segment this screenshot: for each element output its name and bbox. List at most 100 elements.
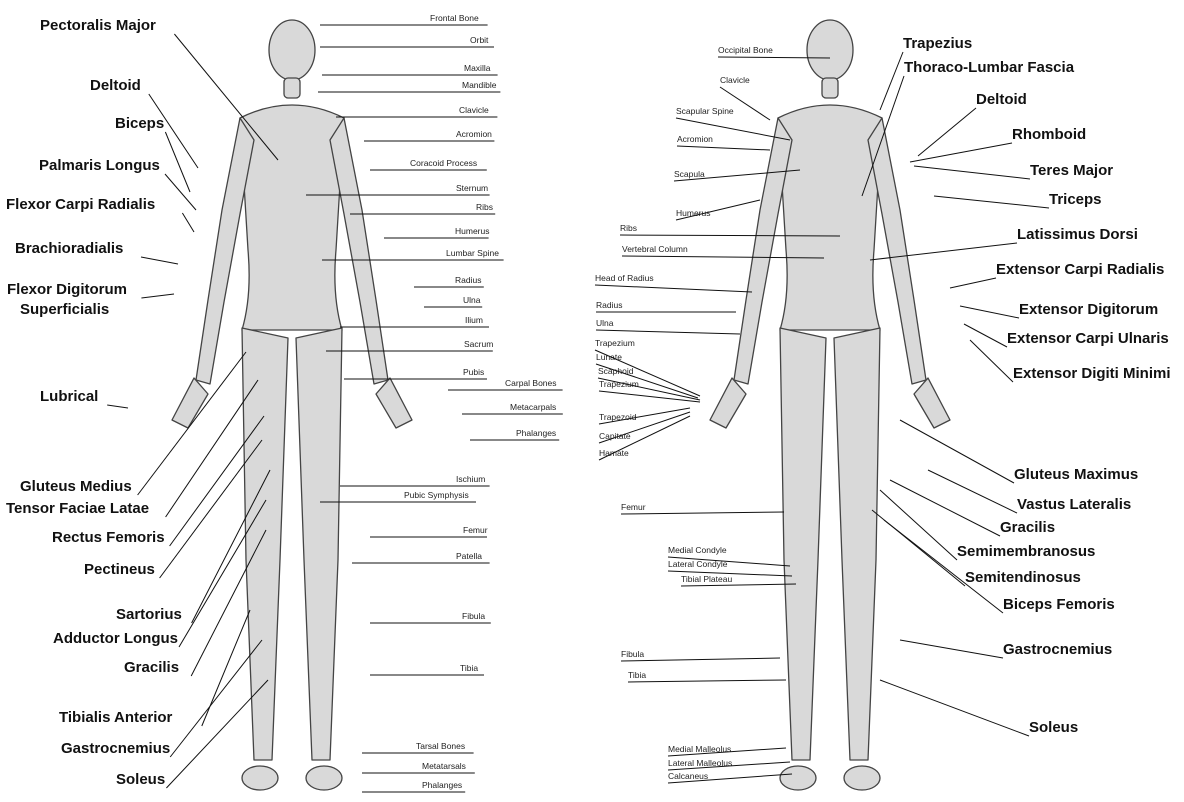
back-muscle-leader-15: [880, 490, 957, 560]
back-figure-neck: [822, 78, 838, 98]
back-muscle-label-10: Extensor Carpi Ulnaris: [1007, 331, 1169, 346]
front-bone-label-3: Maxilla: [464, 64, 490, 73]
back-bone-label-22: Tibial Plateau: [681, 575, 732, 584]
back-muscle-leader-4: [910, 143, 1012, 162]
front-figure-right-leg: [296, 328, 342, 760]
front-muscle-leader-17: [202, 610, 250, 726]
front-muscle-label-18: Gastrocnemius: [61, 741, 170, 756]
back-bone-leader-11: [596, 330, 740, 334]
back-muscle-label-5: Teres Major: [1030, 163, 1113, 178]
back-muscle-leader-9: [960, 306, 1019, 318]
front-muscle-leader-10: [138, 352, 246, 495]
back-figure-right-foot: [844, 766, 880, 790]
front-muscle-label-3: Biceps: [115, 116, 164, 131]
back-bone-label-20: Medial Condyle: [668, 546, 727, 555]
back-muscle-label-3: Deltoid: [976, 92, 1027, 107]
front-muscle-label-10: Gluteus Medius: [20, 479, 132, 494]
front-muscle-leader-4: [165, 174, 196, 210]
back-bone-label-2: Clavicle: [720, 76, 750, 85]
back-muscle-label-8: Extensor Carpi Radialis: [996, 262, 1164, 277]
back-muscle-leader-8: [950, 278, 996, 288]
back-figure-right-leg: [834, 328, 880, 760]
front-bone-label-11: Lumbar Spine: [446, 249, 499, 258]
front-bone-label-14: Ilium: [465, 316, 483, 325]
front-muscle-label-11: Tensor Faciae Latae: [6, 501, 149, 516]
front-bone-label-4: Mandible: [462, 81, 497, 90]
front-muscle-label-6: Brachioradialis: [15, 241, 123, 256]
back-bone-label-16: Trapezoid: [599, 413, 636, 422]
front-bone-label-1: Frontal Bone: [430, 14, 479, 23]
back-bone-leader-22: [681, 584, 796, 586]
front-bone-label-23: Patella: [456, 552, 482, 561]
back-bone-leader-9: [595, 285, 752, 292]
front-bone-label-5: Clavicle: [459, 106, 489, 115]
back-muscle-label-6: Triceps: [1049, 192, 1102, 207]
back-bone-label-18: Hamate: [599, 449, 629, 458]
front-figure-left-hand: [172, 378, 208, 428]
front-muscle-leader-3: [165, 132, 190, 192]
back-figure-left-hand: [710, 378, 746, 428]
front-bone-label-25: Tibia: [460, 664, 478, 673]
back-muscle-leader-12: [900, 420, 1014, 483]
back-muscle-label-17: Biceps Femoris: [1003, 597, 1115, 612]
back-bone-label-6: Humerus: [676, 209, 710, 218]
back-bone-label-23: Fibula: [621, 650, 644, 659]
back-bone-leader-19: [621, 512, 784, 514]
back-muscle-label-9: Extensor Digitorum: [1019, 302, 1158, 317]
front-bone-label-13: Ulna: [463, 296, 480, 305]
front-bone-label-12: Radius: [455, 276, 481, 285]
back-bone-label-10: Radius: [596, 301, 622, 310]
back-bone-label-14: Scaphoid: [598, 367, 633, 376]
front-bone-label-2: Orbit: [470, 36, 488, 45]
back-bone-label-17: Capitate: [599, 432, 631, 441]
front-muscle-label-2: Deltoid: [90, 78, 141, 93]
back-muscle-label-7: Latissimus Dorsi: [1017, 227, 1138, 242]
back-bone-label-26: Lateral Malleolus: [668, 759, 732, 768]
back-muscle-leader-5: [914, 166, 1030, 179]
front-muscle-leader-1: [174, 34, 278, 160]
front-bone-label-24: Fibula: [462, 612, 485, 621]
back-bone-leader-23: [621, 658, 780, 661]
back-muscle-label-12: Gluteus Maximus: [1014, 467, 1138, 482]
back-bone-label-21: Lateral Condyle: [668, 560, 728, 569]
back-bone-leader-24: [628, 680, 786, 682]
front-muscle-label-4: Palmaris Longus: [39, 158, 160, 173]
front-muscle-label-7: Flexor Digitorum: [7, 282, 127, 297]
back-figure-head: [807, 20, 853, 80]
front-bone-label-16: Pubis: [463, 368, 484, 377]
front-muscle-label-13: Pectineus: [84, 562, 155, 577]
figures-group: [172, 20, 950, 790]
back-muscle-label-16: Semitendinosus: [965, 570, 1081, 585]
back-figure-right-hand: [914, 378, 950, 428]
back-bone-label-24: Tibia: [628, 671, 646, 680]
front-muscle-label-17: Tibialis Anterior: [59, 710, 172, 725]
back-muscle-label-2: Thoraco-Lumbar Fascia: [904, 60, 1074, 75]
back-bone-label-3: Scapular Spine: [676, 107, 734, 116]
front-bone-label-8: Sternum: [456, 184, 488, 193]
front-figure-neck: [284, 78, 300, 98]
back-muscle-leader-17: [884, 520, 1003, 613]
back-muscle-leader-6: [934, 196, 1049, 208]
front-bone-label-7: Coracoid Process: [410, 159, 477, 168]
front-muscle-leader-18: [170, 640, 262, 757]
front-bone-label-20: Ischium: [456, 475, 485, 484]
front-bone-label-9: Ribs: [476, 203, 493, 212]
front-figure-head: [269, 20, 315, 80]
back-bone-label-11: Ulna: [596, 319, 613, 328]
front-figure-left-foot: [242, 766, 278, 790]
back-bone-label-5: Scapula: [674, 170, 705, 179]
back-figure-left-foot: [780, 766, 816, 790]
front-muscle-label-5: Flexor Carpi Radialis: [6, 197, 155, 212]
front-bone-label-6: Acromion: [456, 130, 492, 139]
front-figure-right-hand: [376, 378, 412, 428]
front-figure-torso: [240, 105, 344, 330]
back-figure-torso: [778, 105, 882, 330]
front-figure-right-foot: [306, 766, 342, 790]
front-muscle-leader-7: [141, 294, 174, 298]
front-bone-label-17: Carpal Bones: [505, 379, 557, 388]
back-bone-label-19: Femur: [621, 503, 646, 512]
back-muscle-leader-1: [880, 52, 903, 110]
front-bone-label-22: Femur: [463, 526, 488, 535]
